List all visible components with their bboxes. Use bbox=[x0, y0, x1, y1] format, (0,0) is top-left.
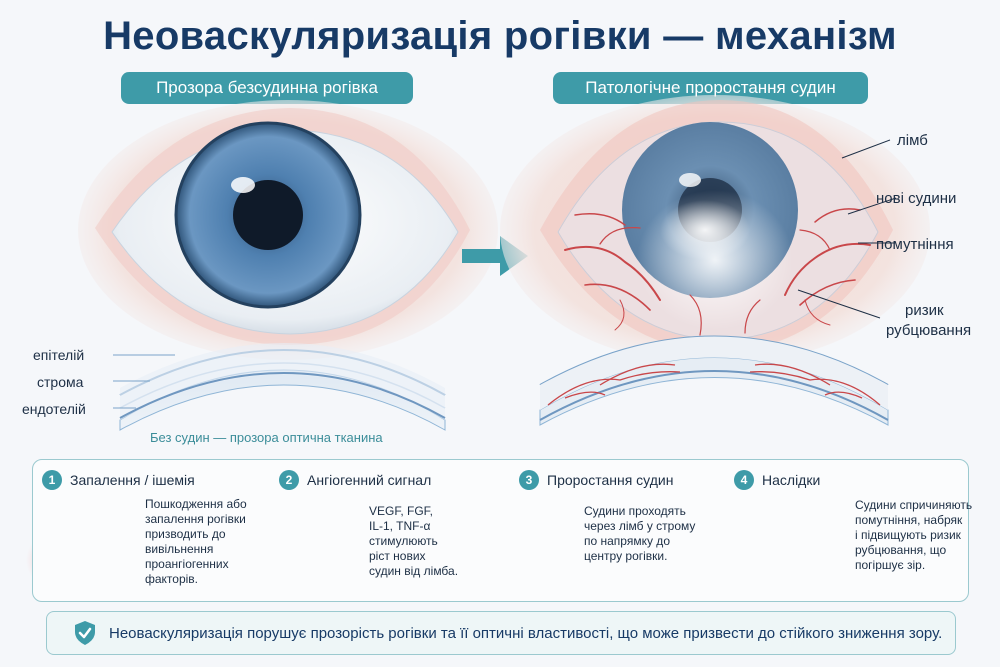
page-title: Неоваскуляризація рогівки — механізм bbox=[103, 14, 897, 58]
step-number: 4 bbox=[734, 470, 754, 490]
label-new-vessels: нові судини bbox=[876, 190, 957, 207]
text-line: помутніння, набряк bbox=[855, 513, 963, 527]
left-caption: Без судин — прозора оптична тканина bbox=[150, 430, 383, 445]
text-line: через лімб у строму bbox=[584, 519, 696, 533]
text-line: факторів. bbox=[145, 572, 199, 586]
step-3-header: 3 Проростання судин bbox=[519, 470, 673, 490]
text-line: Пошкодження або bbox=[145, 497, 247, 511]
text-line: запалення рогівки bbox=[145, 512, 246, 526]
text-line: IL-1, TNF-α bbox=[369, 519, 431, 533]
label-scarring-line2: рубцювання bbox=[886, 322, 972, 339]
mechanism-steps-panel bbox=[32, 459, 969, 602]
step-title: Ангіогенний сигнал bbox=[307, 472, 432, 488]
step-title: Наслідки bbox=[762, 472, 821, 488]
label-endothelium: ендотелій bbox=[22, 401, 86, 417]
step-number: 2 bbox=[279, 470, 299, 490]
text-line: судин від лімба. bbox=[369, 564, 459, 578]
shield-check-icon bbox=[75, 621, 95, 645]
label-opacity: помутніння bbox=[876, 236, 954, 253]
diseased-eye bbox=[500, 95, 930, 365]
step-4-text: Судини спричиняють помутніння, набряк і … bbox=[855, 498, 972, 573]
step-4-header: 4 Наслідки bbox=[734, 470, 820, 490]
label-epithelium: епітелій bbox=[33, 347, 85, 363]
text-line: ріст нових bbox=[369, 549, 426, 563]
text-line: центру рогівки. bbox=[584, 549, 668, 563]
step-1-text: Пошкодження або запалення рогівки призво… bbox=[145, 497, 247, 587]
step-2-header: 2 Ангіогенний сигнал bbox=[279, 470, 431, 490]
step-title: Запалення / ішемія bbox=[70, 472, 195, 488]
text-line: проангіогенних bbox=[145, 557, 229, 571]
step-3-text: Судини проходять через лімб у строму по … bbox=[584, 504, 695, 564]
label-stroma: строма bbox=[37, 374, 84, 390]
step-number: 1 bbox=[42, 470, 62, 490]
text-line: рубцювання, що bbox=[855, 543, 947, 557]
step-title: Проростання судин bbox=[547, 472, 674, 488]
label-limbus: лімб bbox=[897, 132, 928, 149]
diseased-cornea-cross-section bbox=[539, 335, 889, 426]
right-panel-title: Патологічне проростання судин bbox=[553, 72, 868, 104]
label-scarring-line1: ризик bbox=[905, 302, 944, 319]
conclusion-banner: Неоваскуляризація порушує прозорість рог… bbox=[46, 611, 956, 655]
text-line: по напрямку до bbox=[584, 534, 670, 548]
right-leader-lines bbox=[797, 139, 897, 319]
left-panel-title: Прозора безсудинна рогівка bbox=[121, 72, 413, 104]
text-line: і підвищують ризик bbox=[855, 528, 961, 542]
step-number: 3 bbox=[519, 470, 539, 490]
text-line: погіршує зір. bbox=[855, 558, 926, 572]
healthy-eye bbox=[78, 100, 498, 360]
text-line: Судини спричиняють bbox=[855, 498, 973, 512]
text-line: Судини проходять bbox=[584, 504, 686, 518]
step-2-text: VEGF, FGF, IL-1, TNF-α стимулюють ріст н… bbox=[369, 504, 458, 579]
text-line: призводить до bbox=[145, 527, 226, 541]
text-line: VEGF, FGF, bbox=[369, 504, 434, 518]
conclusion-text: Неоваскуляризація порушує прозорість рог… bbox=[109, 624, 943, 642]
step-1-header: 1 Запалення / ішемія bbox=[42, 470, 195, 490]
healthy-cornea-cross-section bbox=[113, 343, 446, 431]
text-line: вивільнення bbox=[145, 542, 214, 556]
text-line: стимулюють bbox=[369, 534, 438, 548]
